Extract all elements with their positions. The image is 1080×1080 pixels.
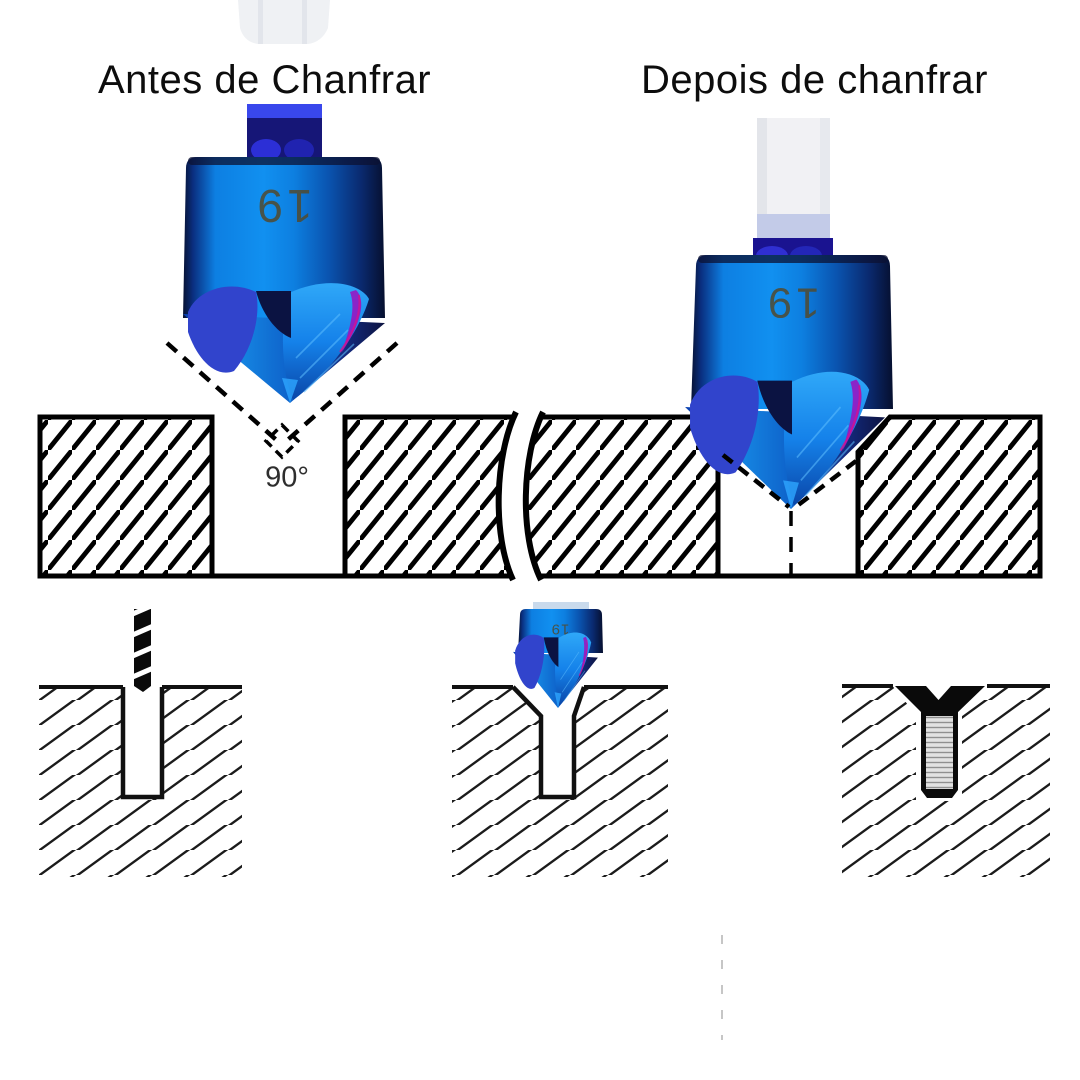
hex-shank bbox=[247, 104, 322, 161]
shank-top-fragment bbox=[238, 0, 330, 44]
title-before: Antes de Chanfrar bbox=[98, 58, 432, 102]
step3-countersunk-screw-diagram bbox=[842, 683, 1050, 877]
drill-bit-icon bbox=[134, 609, 151, 692]
bit-body bbox=[183, 157, 385, 318]
fluted-cone bbox=[182, 282, 386, 404]
bit-size-marking: 19 bbox=[253, 180, 313, 232]
break-lines bbox=[495, 410, 546, 582]
material-block-left bbox=[37, 414, 215, 579]
countersink-bit-after bbox=[683, 118, 893, 511]
hole-profile-dashed-lines bbox=[721, 453, 858, 576]
title-after: Depois de chanfrar bbox=[641, 58, 988, 102]
round-shank bbox=[757, 118, 830, 242]
material-block-right bbox=[855, 414, 1043, 579]
step2-chamfering-diagram bbox=[452, 602, 668, 877]
bit-body bbox=[691, 255, 893, 409]
bit-size-marking: 19 bbox=[764, 278, 820, 327]
step1-drilled-hole-diagram bbox=[39, 609, 242, 877]
cross-section-band bbox=[37, 410, 1043, 582]
countersink-bit-before bbox=[182, 0, 386, 404]
material-block-middle bbox=[342, 414, 721, 579]
countersink-bit-small bbox=[512, 602, 603, 709]
bit-size-marking: 19 bbox=[550, 620, 570, 638]
angle-label: 90° bbox=[265, 461, 309, 494]
right-angle-marker bbox=[263, 422, 301, 460]
screw-icon bbox=[895, 686, 985, 798]
angle-dashed-lines bbox=[165, 341, 399, 460]
